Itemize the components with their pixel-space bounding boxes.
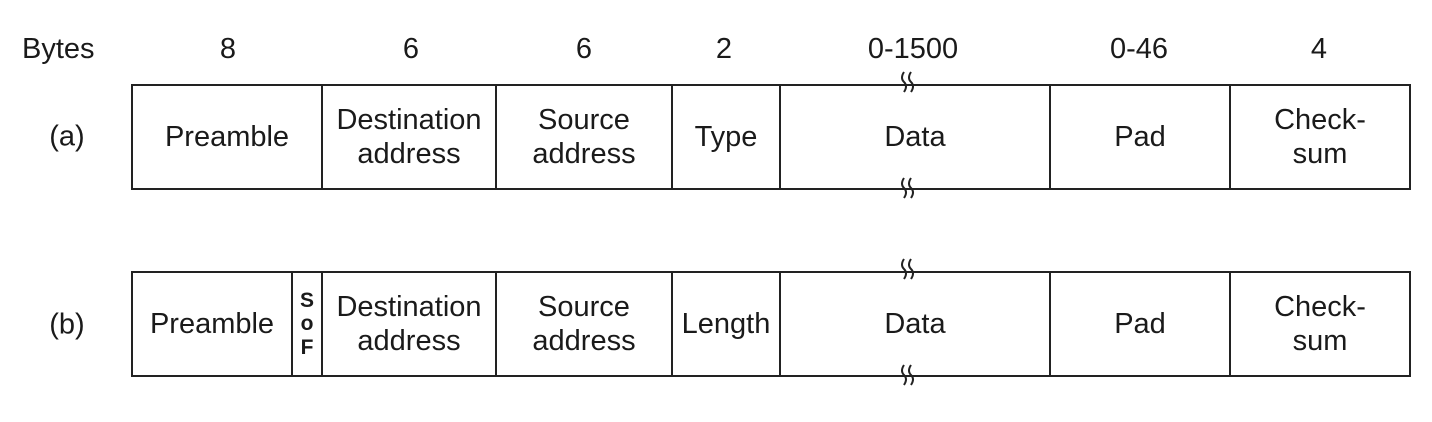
field-preamble: Preamble <box>133 273 291 375</box>
field-source-line1: Source <box>538 290 630 323</box>
field-data: Data <box>779 86 1049 188</box>
field-checksum: Check- sum <box>1229 273 1409 375</box>
field-checksum-line1: Check- <box>1274 290 1366 323</box>
field-destination-address: Destination address <box>321 86 495 188</box>
field-length: Length <box>671 273 779 375</box>
field-source-line2: address <box>532 325 636 357</box>
size-checksum: 4 <box>1310 33 1328 65</box>
field-preamble-text: Preamble <box>149 307 275 340</box>
size-data: 0-1500 <box>867 33 959 65</box>
field-source-address: Source address <box>495 273 671 375</box>
field-source-address: Source address <box>495 86 671 188</box>
field-destination-line1: Destination <box>336 290 482 323</box>
sof-letter-o: o <box>300 312 314 336</box>
field-destination-address: Destination address <box>321 273 495 375</box>
field-checksum-line2: sum <box>1292 138 1348 170</box>
field-source-line1: Source <box>538 103 630 136</box>
field-data-text: Data <box>884 307 946 340</box>
field-destination-line2: address <box>357 138 461 170</box>
size-preamble: 8 <box>219 33 237 65</box>
field-checksum-line1: Check- <box>1274 103 1366 136</box>
field-pad: Pad <box>1049 86 1229 188</box>
field-preamble-text: Preamble <box>164 120 290 153</box>
size-type: 2 <box>715 33 733 65</box>
field-data: Data <box>779 273 1049 375</box>
field-pad: Pad <box>1049 273 1229 375</box>
frame-b-label: (b) <box>49 308 85 341</box>
bytes-label: Bytes <box>22 33 95 65</box>
field-source-line2: address <box>532 138 636 170</box>
frame-b: Preamble S o F Destination address Sourc… <box>131 271 1411 377</box>
field-type: Type <box>671 86 779 188</box>
field-start-of-frame: S o F <box>291 273 321 375</box>
frame-a-label: (a) <box>49 120 85 153</box>
field-preamble: Preamble <box>133 86 321 188</box>
field-checksum: Check- sum <box>1229 86 1409 188</box>
data-break-mark-a-top <box>901 71 914 93</box>
field-pad-text: Pad <box>1114 307 1166 340</box>
size-destination: 6 <box>402 33 420 65</box>
field-destination-line1: Destination <box>336 103 482 136</box>
frame-a: Preamble Destination address Source addr… <box>131 84 1411 190</box>
field-checksum-line2: sum <box>1292 325 1348 357</box>
field-type-text: Type <box>694 120 758 153</box>
size-source: 6 <box>575 33 593 65</box>
field-pad-text: Pad <box>1114 120 1166 153</box>
sof-letter-f: F <box>300 335 314 359</box>
data-break-mark-b-bottom <box>901 364 914 386</box>
field-data-text: Data <box>884 120 946 153</box>
data-break-mark-a-bottom <box>901 177 914 199</box>
field-length-text: Length <box>681 307 771 340</box>
data-break-mark-b-top <box>901 258 914 280</box>
size-pad: 0-46 <box>1109 33 1169 65</box>
field-destination-line2: address <box>357 325 461 357</box>
sof-letter-s: S <box>299 289 314 313</box>
